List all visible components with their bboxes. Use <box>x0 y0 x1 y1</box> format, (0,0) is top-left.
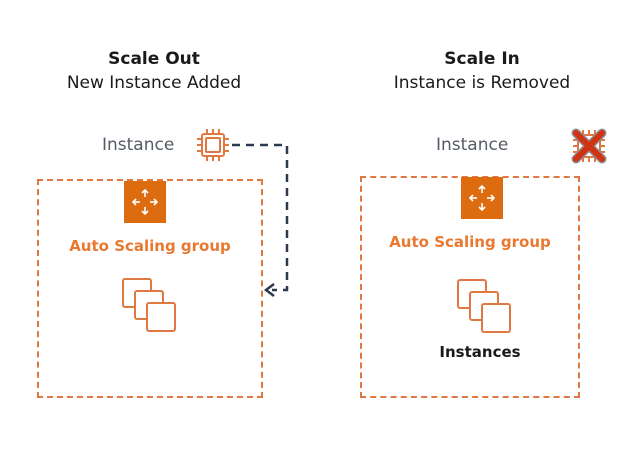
scale-out-subtitle: New Instance Added <box>66 73 242 93</box>
scale-in-group-label: Auto Scaling group <box>389 233 551 251</box>
scale-out-group-label: Auto Scaling group <box>69 237 231 255</box>
auto-scaling-icon <box>124 181 166 223</box>
scale-in-subtitle: Instance is Removed <box>393 73 571 93</box>
scale-out-group-box <box>37 179 263 398</box>
chip-icon <box>197 129 229 161</box>
scale-out-arrow <box>232 143 289 297</box>
scale-in-title: Scale In <box>444 49 520 69</box>
scale-in-instance-label: Instance <box>436 135 509 155</box>
instances-icon <box>457 279 511 333</box>
instances-icon <box>122 278 176 332</box>
scale-out-instance-label: Instance <box>102 135 175 155</box>
auto-scaling-icon <box>461 177 503 219</box>
remove-x-icon <box>571 128 607 164</box>
scale-in-instances-label: Instances <box>439 343 521 361</box>
scale-out-title: Scale Out <box>108 49 200 69</box>
